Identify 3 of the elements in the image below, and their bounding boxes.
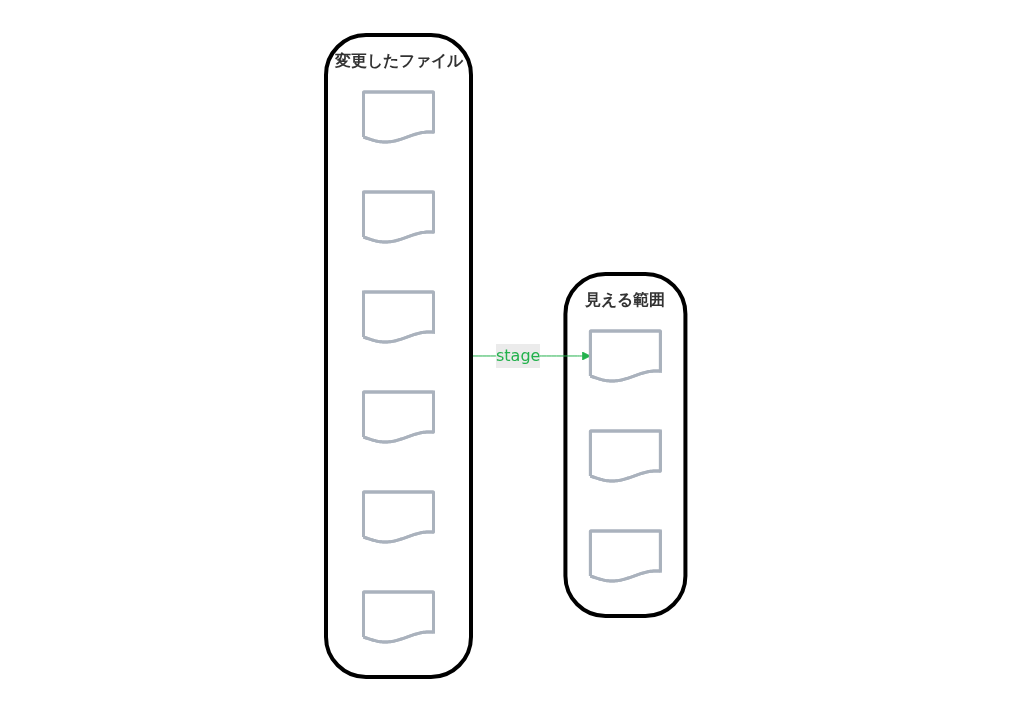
cluster: 見える範囲 [563, 271, 688, 618]
cluster: 変更したファイル [323, 32, 473, 679]
edge-label: stage [495, 345, 541, 365]
